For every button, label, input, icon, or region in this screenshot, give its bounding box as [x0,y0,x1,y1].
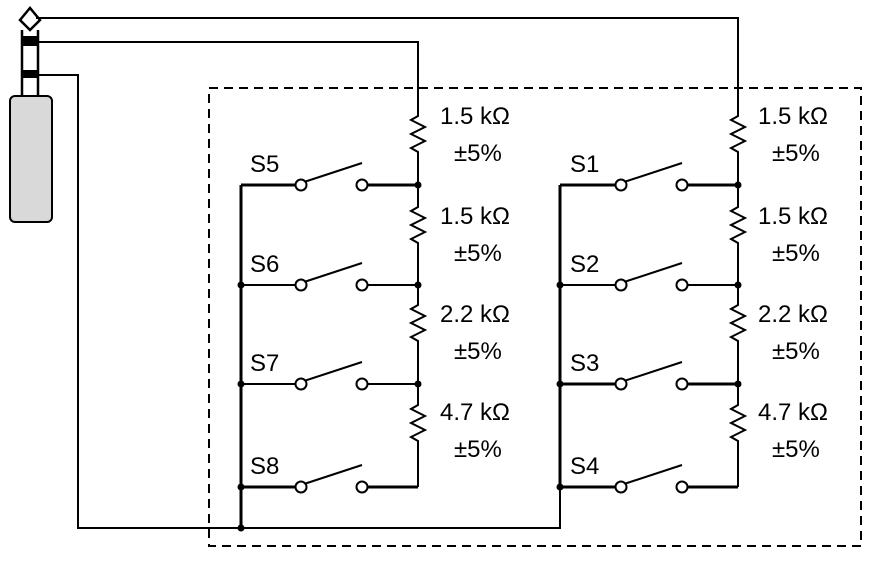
junction-dot [734,380,742,388]
switch-s4 [560,464,738,494]
junction-dot [414,380,422,388]
switch-s6 [241,262,418,292]
plug-tip-contact [18,6,42,32]
resistor-value-label: 2.2 kΩ [440,301,510,328]
switch-s2 [560,262,738,292]
plug-sleeve-body [9,95,53,223]
resistor-value-label: 4.7 kΩ [440,399,510,426]
tip-wire [36,17,739,110]
junction-dot [734,281,742,289]
resistor-tolerance-label: ±5% [772,338,820,365]
resistor-value-label: 1.5 kΩ [758,203,828,230]
junction-dot [556,281,564,289]
resistor-symbol [408,185,428,285]
resistor-tolerance-label: ±5% [772,140,820,167]
junction-dot [414,281,422,289]
resistor-symbol [728,110,748,185]
resistor-tolerance-label: ±5% [454,436,502,463]
resistor-symbol [728,185,748,285]
switch-label-s2: S2 [570,251,599,278]
resistor-symbol [728,285,748,384]
resistor-tolerance-label: ±5% [454,240,502,267]
resistor-value-label: 1.5 kΩ [440,103,510,130]
junction-dot [237,281,245,289]
resistor-symbol [728,384,748,487]
left-switches [241,162,418,494]
right-resistor-ladder [728,110,748,487]
switch-label-s6: S6 [250,251,279,278]
plug-sleeve-contact [22,70,38,78]
junction-dot [556,483,564,491]
left-resistor-ladder [408,110,428,487]
switch-s7 [241,361,418,391]
switch-s1 [560,162,738,192]
resistor-value-label: 1.5 kΩ [758,103,828,130]
junction-dot [237,380,245,388]
resistor-tolerance-label: ±5% [772,436,820,463]
switch-s8 [241,464,418,494]
switch-label-s8: S8 [250,453,279,480]
trs-plug [9,6,53,223]
junction-dot [237,483,245,491]
ring-wire [38,41,419,110]
resistor-value-label: 2.2 kΩ [758,301,828,328]
resistor-tolerance-label: ±5% [454,140,502,167]
resistor-symbol [408,384,428,487]
right-switches [560,162,738,494]
switch-label-s4: S4 [570,453,599,480]
switch-label-s1: S1 [570,151,599,178]
switch-label-s5: S5 [250,151,279,178]
junction-dot [414,181,422,189]
resistor-tolerance-label: ±5% [454,338,502,365]
resistor-symbol [408,110,428,185]
junction-dots [237,181,742,532]
resistor-tolerance-label: ±5% [772,240,820,267]
resistor-value-label: 4.7 kΩ [758,399,828,426]
switch-s3 [560,361,738,391]
junction-dot [734,181,742,189]
switch-s5 [241,162,418,192]
switch-label-s3: S3 [570,350,599,377]
switch-label-s7: S7 [250,350,279,377]
junction-dot [556,380,564,388]
junction-dot [237,524,245,532]
resistor-symbol [408,285,428,384]
plug-ring-contact [22,36,38,46]
resistor-value-label: 1.5 kΩ [440,203,510,230]
